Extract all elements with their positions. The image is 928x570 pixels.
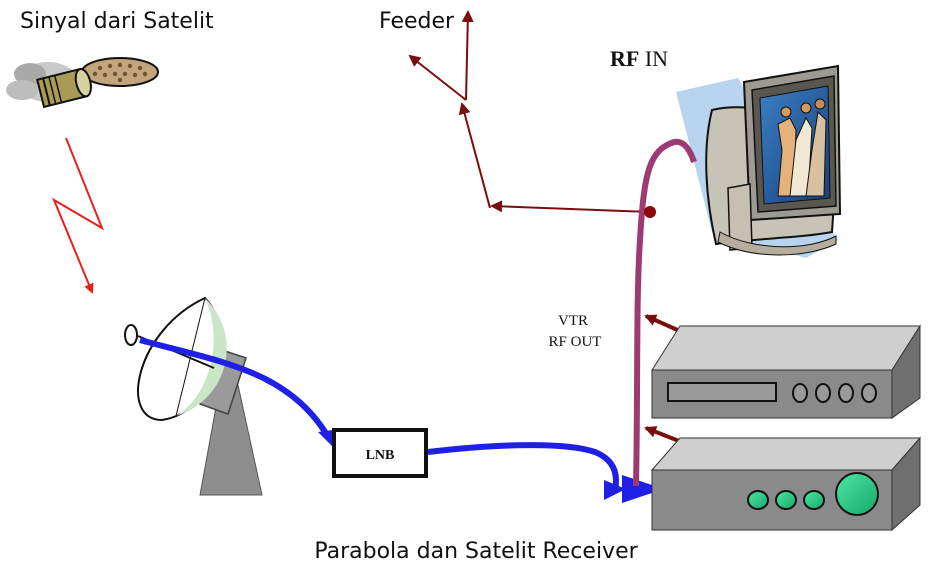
rf-cable [633,138,697,487]
lnb-to-receiver-arrowhead-b [622,475,664,503]
satellite-icon [6,57,159,109]
rf-in-label: RF IN [610,46,668,71]
lnb-label: LNB [366,448,395,463]
vcr-device-icon [651,324,921,419]
satellite-receiver-icon [650,436,922,532]
lnb-to-receiver-cable [427,442,619,491]
feeder-antenna [408,10,651,213]
satellite-signal-label: Sinyal dari Satelit [20,9,214,34]
vtr-rf-out-arrow [644,314,683,334]
rf-in-label-bold: RF [610,46,639,71]
satellite-signal-lightning [51,137,105,294]
vtr-label: VTR [558,313,588,329]
feeder-junction-dot [644,206,656,218]
crt-television-icon [676,64,842,258]
dish-to-lnb-cable [139,337,333,442]
feeder-label: Feeder [379,9,455,34]
rf-out-label: RF OUT [549,334,602,350]
parabolic-dish-icon [124,296,263,496]
diagram-caption: Parabola dan Satelit Receiver [314,539,638,564]
lnb-box: LNB [332,428,428,478]
lnb-to-receiver-arrowhead-a [604,480,626,500]
rf-in-label-rest: IN [639,46,668,71]
